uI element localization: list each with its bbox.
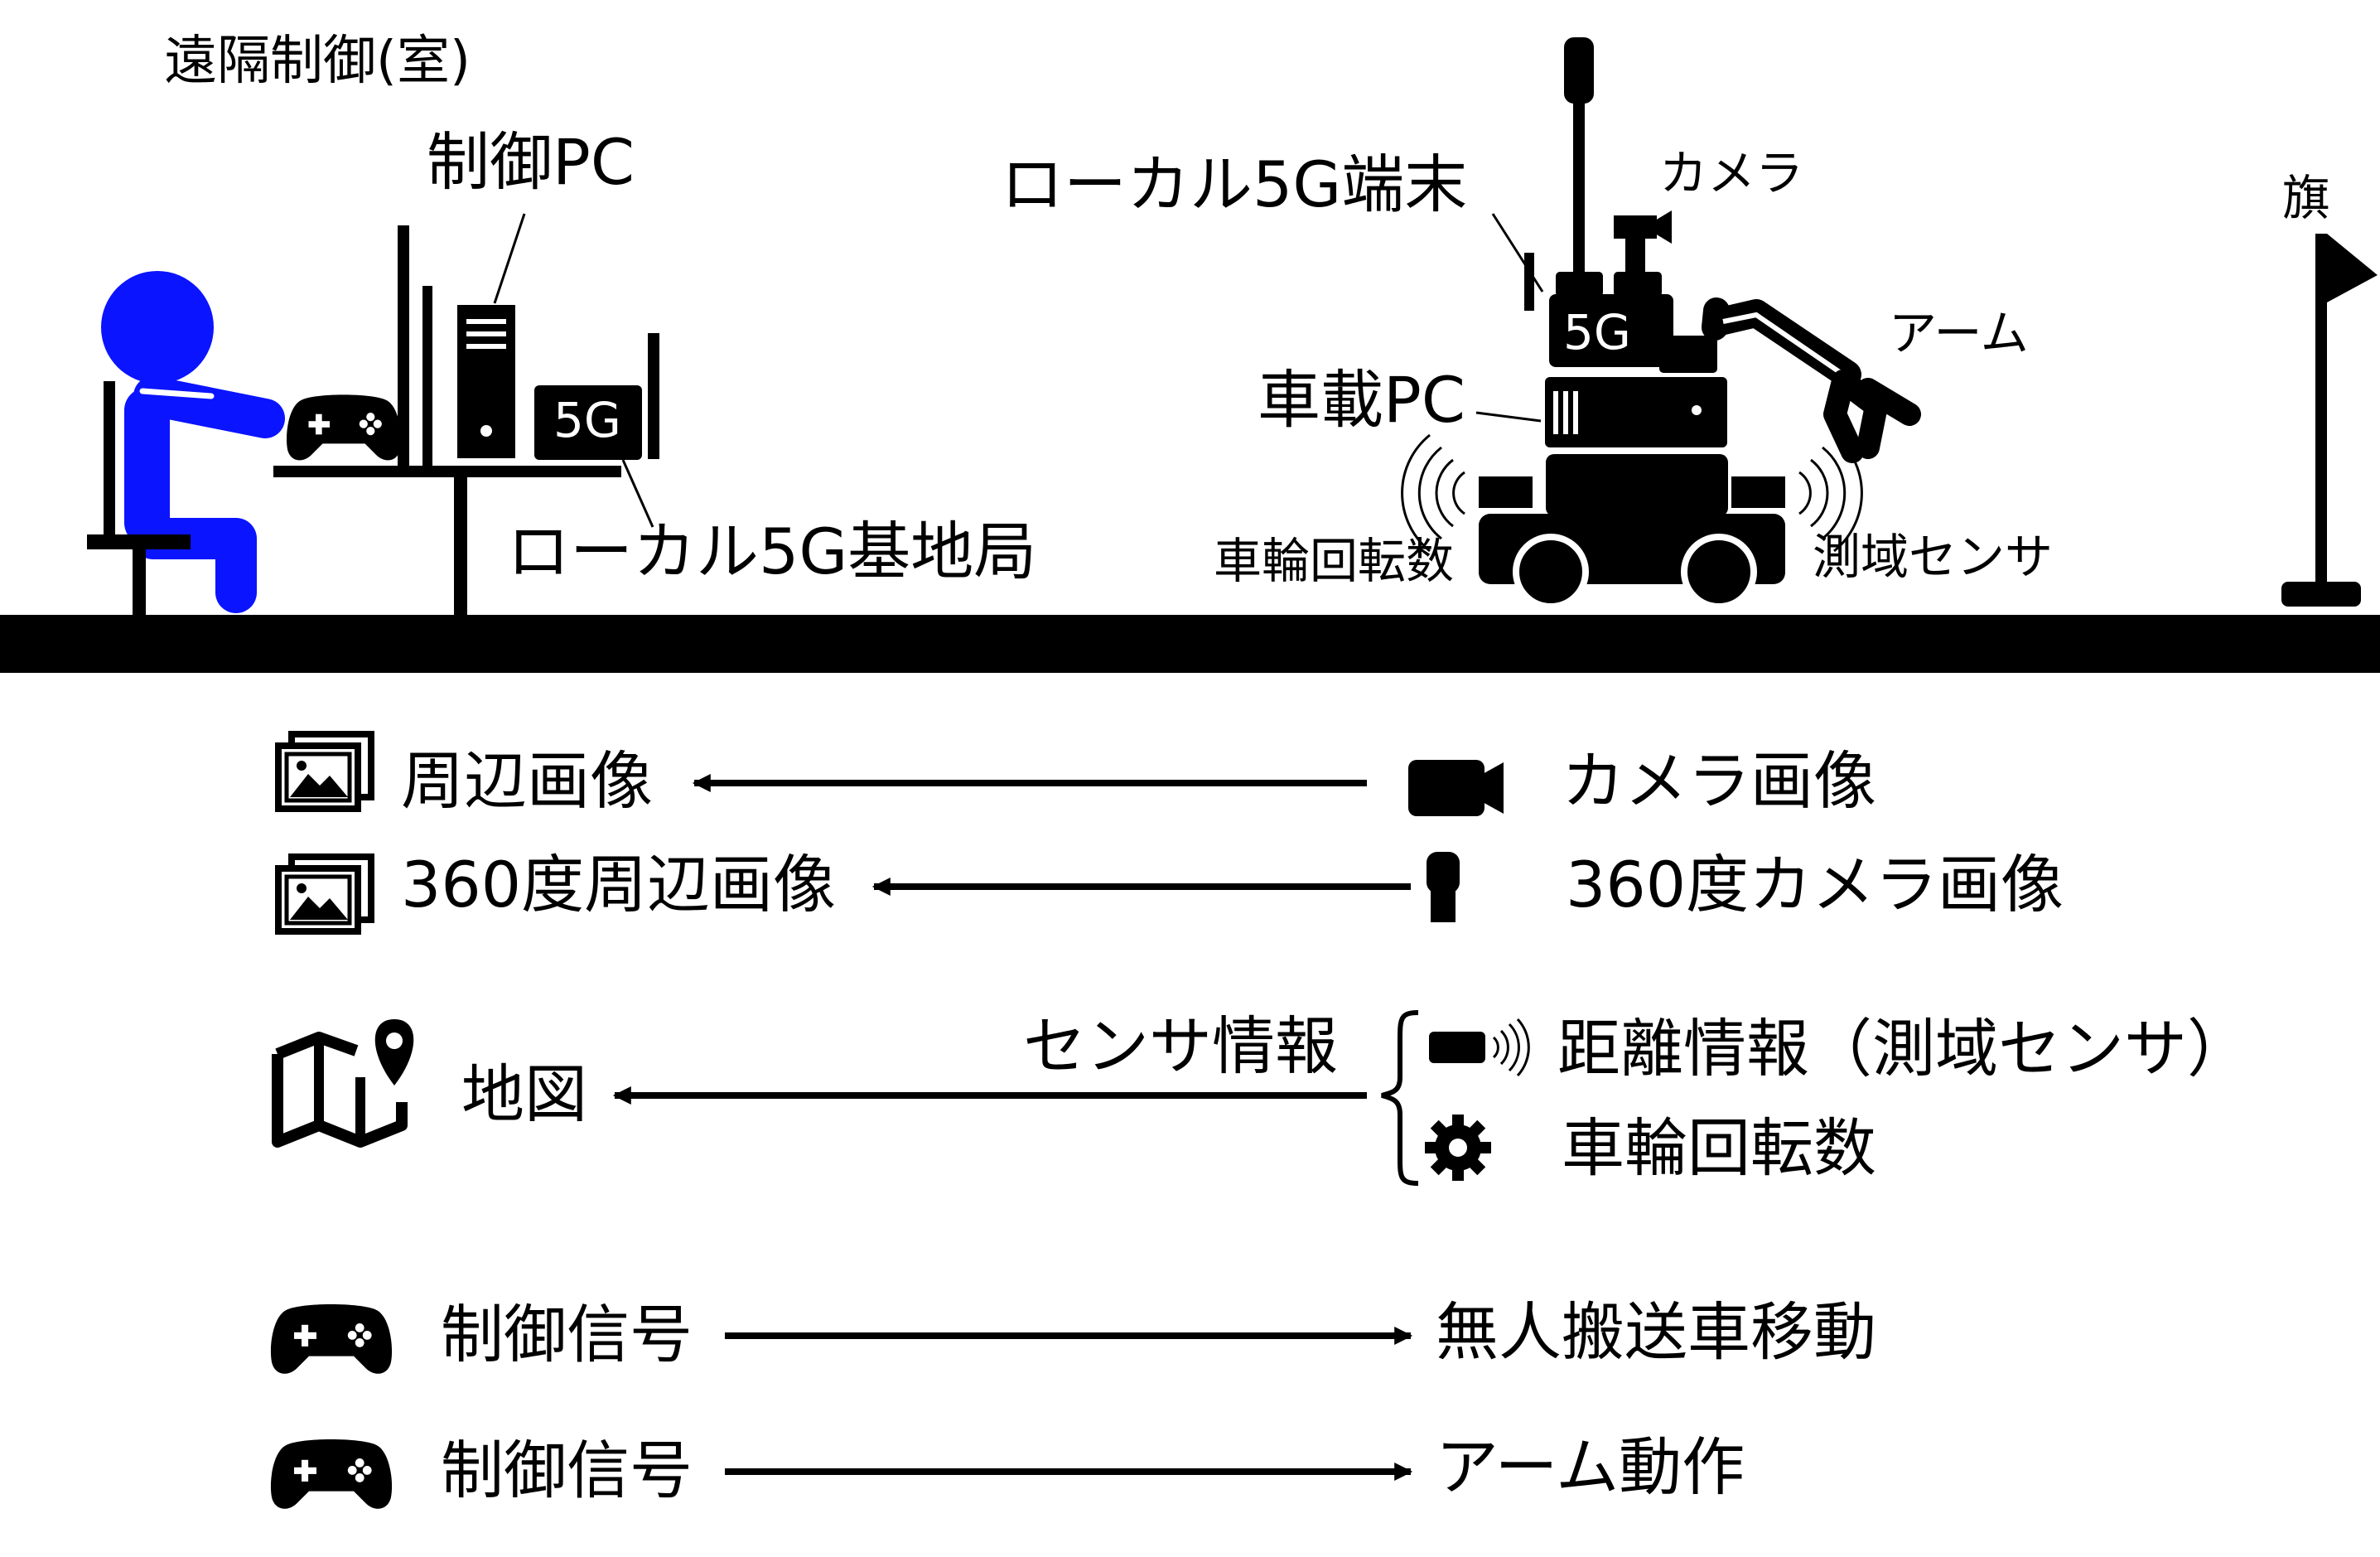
- terminal-label: ローカル5G端末: [1001, 147, 1468, 221]
- arm-label: アーム: [1889, 305, 2029, 361]
- arm-motion-label: アーム動作: [1436, 1430, 1745, 1504]
- wheel-rotation-label: 車輪回転数: [1562, 1111, 1876, 1185]
- agv-robot: [1479, 37, 1921, 610]
- ground-bar: [0, 615, 2380, 673]
- onboard-pc-label: 車載PC: [1258, 363, 1465, 437]
- video-camera-icon: [1408, 760, 1504, 816]
- gamepad-icon-arm: [270, 1439, 393, 1509]
- map-pin-icon: [272, 1019, 414, 1148]
- base-station-label: ローカル5G基地局: [507, 515, 1037, 588]
- terminal-badge: 5G: [1563, 304, 1631, 360]
- distance-info-label: 距離情報（測域センサ）: [1557, 1012, 2250, 1086]
- flag-icon: [2281, 234, 2378, 607]
- control-signal-label-1: 制御信号: [441, 1298, 693, 1371]
- map-label: 地図: [461, 1057, 587, 1131]
- flag-label: 旗: [2282, 170, 2331, 226]
- lidar-sensor-icon: [1429, 1018, 1530, 1077]
- room-label: 遠隔制御(室): [164, 31, 471, 92]
- image-stack-icon-360: [278, 857, 371, 931]
- base-station-box: [534, 333, 659, 460]
- lidar-label: 測域センサ: [1813, 529, 2054, 585]
- control-signal-label-2: 制御信号: [441, 1434, 693, 1507]
- desk: [273, 466, 621, 617]
- surround-image-label: 周辺画像: [401, 744, 653, 818]
- agv-move-label: 無人搬送車移動: [1436, 1295, 1876, 1369]
- sensor-info-label: センサ情報: [1023, 1009, 1338, 1083]
- control-pc-tower: [457, 305, 515, 458]
- gamepad-icon: [286, 394, 402, 461]
- antenna-icon: [398, 225, 432, 466]
- control-pc-label: 制御PC: [427, 125, 635, 199]
- curly-brace: [1381, 1010, 1419, 1186]
- gear-icon: [1425, 1115, 1491, 1181]
- camera-360-label: 360度カメラ画像: [1566, 848, 2064, 921]
- camera-image-label: カメラ画像: [1562, 744, 1876, 818]
- surround-360-label: 360度周辺画像: [401, 848, 837, 921]
- wheel-label: 車輪回転数: [1214, 533, 1455, 589]
- camera-label: カメラ: [1659, 145, 1804, 201]
- chair: [87, 381, 191, 617]
- image-stack-icon: [278, 734, 371, 809]
- base-station-badge: 5G: [553, 392, 621, 448]
- 360-camera-icon: [1427, 852, 1460, 922]
- lidar-waves: [1401, 433, 1863, 553]
- gamepad-icon-move: [270, 1304, 393, 1374]
